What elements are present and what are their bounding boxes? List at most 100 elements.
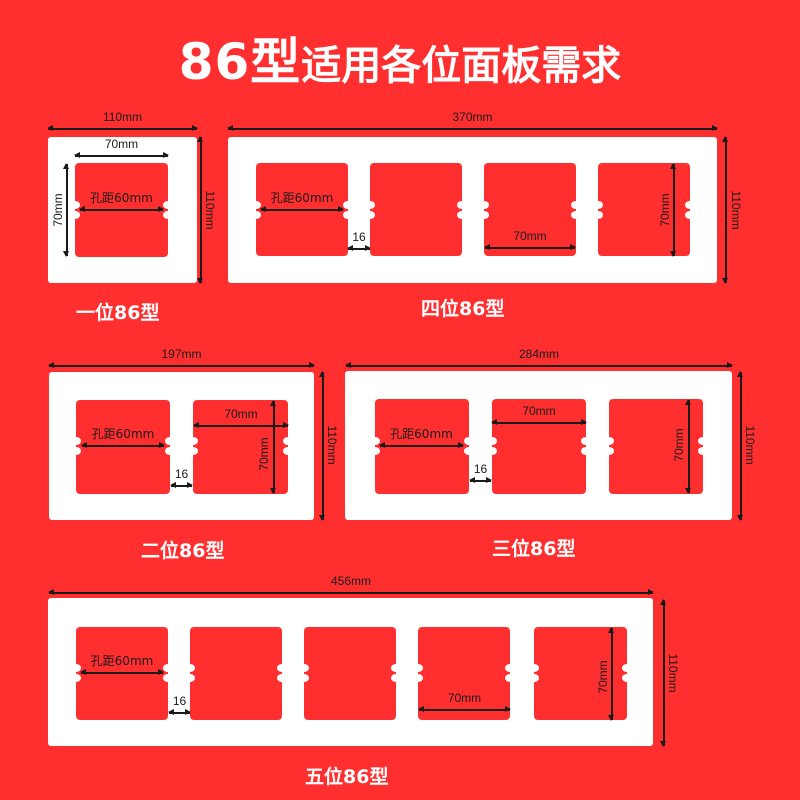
switch-cutout xyxy=(598,163,690,256)
width-label: 197mm xyxy=(161,347,202,361)
dimension-arrow xyxy=(48,589,654,595)
hole-height-label: 70mm xyxy=(672,428,686,462)
hole-width-dimension: 70mm xyxy=(74,138,169,159)
dimension-arrow xyxy=(319,371,325,521)
screw-notch xyxy=(283,447,293,455)
screw-notch xyxy=(163,664,173,672)
hole-width-label: 70mm xyxy=(224,407,258,421)
switch-cutout xyxy=(375,399,469,494)
switch-cutout xyxy=(609,399,703,494)
dimension-arrow xyxy=(418,706,511,712)
screw-notch xyxy=(413,674,423,682)
screw-notch xyxy=(163,674,173,682)
height-label: 110mm xyxy=(666,653,680,693)
height-dimension xyxy=(736,371,744,521)
screw-notch xyxy=(593,211,603,219)
switch-cutout xyxy=(76,627,168,720)
screw-notch xyxy=(457,201,467,209)
hole-pitch-label: 孔距60mm xyxy=(90,191,153,205)
screw-notch xyxy=(698,447,708,455)
height-dimension xyxy=(721,136,729,284)
screw-notch xyxy=(283,437,293,445)
hole-width-label: 70mm xyxy=(522,404,556,418)
switch-cutout xyxy=(370,163,462,256)
gap-label: 16 xyxy=(352,230,366,244)
screw-notch xyxy=(571,201,581,209)
hole-pitch-dimension: 孔距60mm xyxy=(81,428,165,449)
screw-notch xyxy=(165,447,175,455)
hole-height-label: 70mm xyxy=(257,437,271,471)
screw-notch xyxy=(487,447,497,455)
dimension-arrow xyxy=(193,422,289,428)
dimension-arrow xyxy=(47,125,198,131)
dimension-arrow xyxy=(48,362,315,368)
hole-pitch-dimension: 孔距60mm xyxy=(260,192,344,213)
height-label: 110mm xyxy=(325,425,339,465)
screw-notch xyxy=(698,437,708,445)
dimension-arrow xyxy=(484,244,576,250)
switch-cutout xyxy=(492,399,586,494)
screw-notch xyxy=(529,674,539,682)
screw-notch xyxy=(71,437,81,445)
hole-height-dimension xyxy=(684,399,692,494)
screw-notch xyxy=(604,447,614,455)
panel-name: 五位86型 xyxy=(305,766,389,788)
screw-notch xyxy=(251,201,261,209)
height-dimension xyxy=(659,599,667,747)
screw-notch xyxy=(71,674,81,682)
screw-notch xyxy=(370,437,380,445)
hole-height-dimension xyxy=(607,627,615,721)
hole-pitch-label: 孔距60mm xyxy=(270,191,334,205)
dimension-arrow xyxy=(260,206,344,212)
screw-notch xyxy=(529,664,539,672)
dimension-arrow xyxy=(722,136,728,284)
screw-notch xyxy=(343,201,353,209)
gap-dimension: 16 xyxy=(170,468,193,489)
screw-notch xyxy=(163,211,173,219)
width-label: 110mm xyxy=(102,110,143,124)
screw-notch xyxy=(370,447,380,455)
dimension-arrow xyxy=(81,442,165,448)
hole-height-label: 70mm xyxy=(658,193,672,227)
screw-notch xyxy=(391,674,401,682)
panel-name: 四位86型 xyxy=(421,298,505,320)
screw-notch xyxy=(71,664,81,672)
dimension-arrow xyxy=(685,399,691,494)
width-dimension: 456mm xyxy=(48,575,654,596)
height-label: 110mm xyxy=(743,425,757,465)
height-dimension xyxy=(318,371,326,521)
screw-notch xyxy=(391,664,401,672)
panel-name: 三位86型 xyxy=(492,538,576,560)
screw-notch xyxy=(505,674,515,682)
gap-dimension: 16 xyxy=(347,231,371,252)
hole-width-dimension: 70mm xyxy=(193,408,289,429)
screw-notch xyxy=(277,674,287,682)
screw-notch xyxy=(188,447,198,455)
title-number: 86型 xyxy=(178,33,302,91)
dimension-arrow xyxy=(491,419,587,425)
hole-height-label: 70mm xyxy=(596,660,610,694)
screw-notch xyxy=(479,211,489,219)
gap-dimension: 16 xyxy=(469,463,492,484)
screw-notch xyxy=(593,201,603,209)
screw-notch xyxy=(185,674,195,682)
dimension-arrow xyxy=(270,400,276,494)
dimension-arrow xyxy=(345,362,733,368)
hole-pitch-dimension: 孔距60mm xyxy=(379,428,464,449)
width-dimension: 370mm xyxy=(227,111,718,132)
screw-notch xyxy=(685,201,695,209)
switch-cutout xyxy=(304,627,396,720)
dimension-arrow xyxy=(80,669,164,675)
screw-notch xyxy=(163,201,173,209)
dimension-arrow xyxy=(197,136,203,284)
screw-notch xyxy=(622,664,632,672)
dimension-arrow xyxy=(670,163,676,257)
hole-pitch-dimension: 孔距60mm xyxy=(79,192,164,213)
hole-height-dimension xyxy=(62,163,70,257)
screw-notch xyxy=(185,664,195,672)
height-dimension xyxy=(196,136,204,284)
width-dimension: 197mm xyxy=(48,348,315,369)
switch-cutout xyxy=(418,627,510,720)
screw-notch xyxy=(71,447,81,455)
width-label: 370mm xyxy=(452,110,493,124)
